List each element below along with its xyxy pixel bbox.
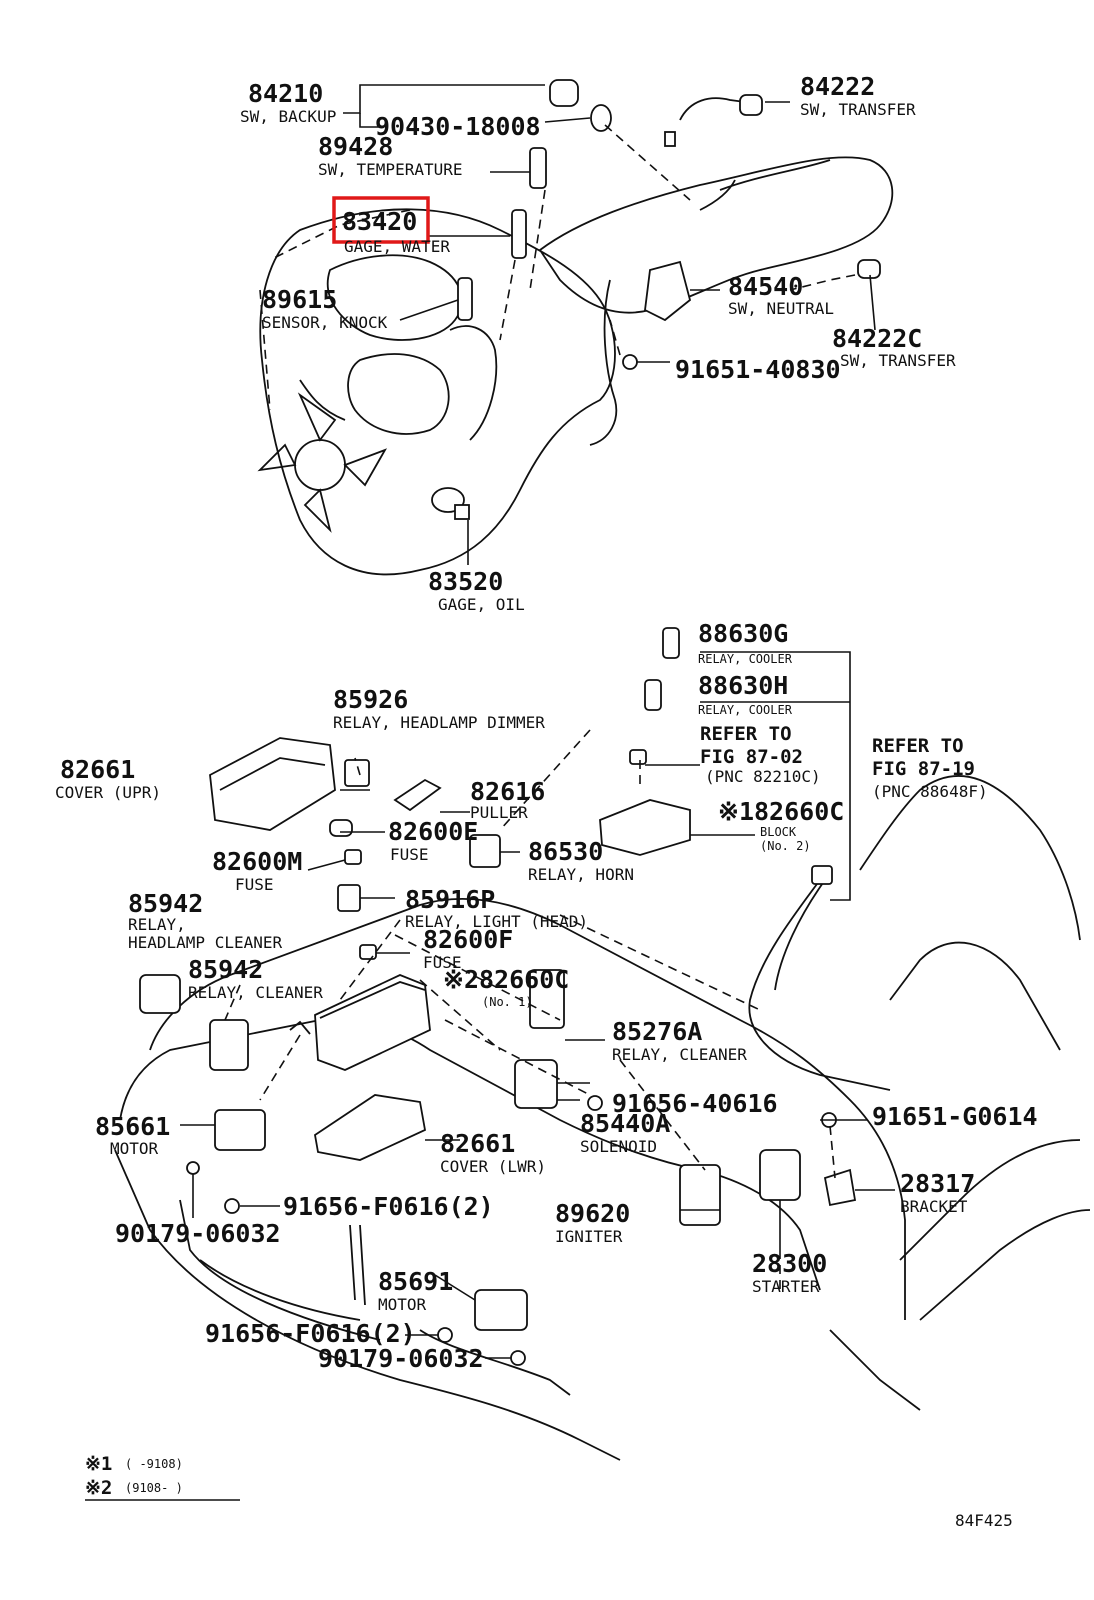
part-number-28317[interactable]: 28317: [900, 1169, 975, 1198]
part-number-82600e[interactable]: 82600E: [388, 817, 478, 846]
part-number-82616[interactable]: 82616: [470, 777, 545, 806]
part-name-84222: SW, TRANSFER: [800, 100, 916, 119]
part-name-89428: SW, TEMPERATURE: [318, 160, 463, 179]
footnote-1-range: ( -9108): [125, 1457, 183, 1471]
part-number-88630h[interactable]: 88630H: [698, 671, 788, 700]
part-name-82616: PULLER: [470, 803, 528, 822]
part-number-85916p[interactable]: 85916P: [405, 885, 495, 914]
part-name-85440a: SOLENOID: [580, 1137, 657, 1156]
part-name-85926: RELAY, HEADLAMP DIMMER: [333, 713, 545, 732]
part-name-82661-upr: COVER (UPR): [55, 783, 161, 802]
part-number-91651-g0614[interactable]: 91651-G0614: [872, 1102, 1038, 1131]
part-number-85276a[interactable]: 85276A: [612, 1017, 702, 1046]
part-name-85276a: RELAY, CLEANER: [612, 1045, 747, 1064]
part-number-90179-06032-upper[interactable]: 90179-06032: [115, 1219, 281, 1248]
reference-1-line1[interactable]: REFER TO: [700, 723, 792, 745]
part-name-83420: GAGE, WATER: [344, 237, 450, 256]
part-name-82661-lwr: COVER (LWR): [440, 1157, 546, 1176]
part-number-85942-b[interactable]: 85942: [188, 955, 263, 984]
part-number-82600f[interactable]: 82600F: [423, 925, 513, 954]
part-name-85916p: RELAY, LIGHT (HEAD): [405, 912, 588, 931]
part-name-82600m: FUSE: [235, 875, 274, 894]
diagram-code: 84F425: [955, 1511, 1013, 1530]
vehicle-front-outline: [114, 775, 1091, 1461]
reference-1-line2[interactable]: FIG 87-02: [700, 746, 803, 768]
block-number-2: (No. 2): [760, 839, 811, 853]
part-name-82600f: FUSE: [423, 953, 462, 972]
highlight-box-83420: [332, 196, 430, 244]
part-number-82660c-block[interactable]: ※182660C: [718, 797, 844, 826]
part-number-86530[interactable]: 86530: [528, 837, 603, 866]
part-number-84222[interactable]: 84222: [800, 72, 875, 101]
part-number-83520[interactable]: 83520: [428, 567, 503, 596]
part-name-84210: SW, BACKUP: [240, 107, 336, 126]
part-number-82661-lwr[interactable]: 82661: [440, 1129, 515, 1158]
part-number-28300[interactable]: 28300: [752, 1249, 827, 1278]
reference-2-line1[interactable]: REFER TO: [872, 735, 964, 757]
part-name-84540: SW, NEUTRAL: [728, 299, 834, 318]
part-number-91651-40830[interactable]: 91651-40830: [675, 355, 841, 384]
part-number-89620[interactable]: 89620: [555, 1199, 630, 1228]
part-name-85942-a-line2: HEADLAMP CLEANER: [128, 933, 282, 952]
part-number-90179-06032-lower[interactable]: 90179-06032: [318, 1344, 484, 1373]
block-number-1: (No. 1): [482, 995, 533, 1009]
upper-part-sketches: [457, 79, 881, 370]
part-number-91656-f0616-lower[interactable]: 91656-F0616(2): [205, 1319, 416, 1348]
part-name-85691: MOTOR: [378, 1295, 427, 1314]
part-name-83520: GAGE, OIL: [438, 595, 525, 614]
part-name-86530: RELAY, HORN: [528, 865, 634, 884]
part-number-88630g[interactable]: 88630G: [698, 619, 788, 648]
footnote-2-range: (9108- ): [125, 1481, 183, 1495]
part-name-82600e: FUSE: [390, 845, 429, 864]
part-number-89428[interactable]: 89428: [318, 132, 393, 161]
part-number-83420[interactable]: 83420: [342, 207, 417, 236]
part-name-85942-b: RELAY, CLEANER: [188, 983, 323, 1002]
footnote-2-mark: ※2: [85, 1477, 112, 1499]
part-number-82660c-no1[interactable]: ※282660C: [443, 965, 569, 994]
part-name-88630g: RELAY, COOLER: [698, 652, 793, 666]
part-name-28300: STARTER: [752, 1277, 820, 1296]
part-number-85942-a[interactable]: 85942: [128, 889, 203, 918]
part-number-82600m[interactable]: 82600M: [212, 847, 302, 876]
part-number-91656-f0616-upper[interactable]: 91656-F0616(2): [283, 1192, 494, 1221]
part-number-85926[interactable]: 85926: [333, 685, 408, 714]
part-number-85440a[interactable]: 85440A: [580, 1109, 670, 1138]
part-name-89620: IGNITER: [555, 1227, 623, 1246]
part-labels: 84210 SW, BACKUP 90430-18008 84222 SW, T…: [55, 72, 1038, 1530]
part-number-82661-upr[interactable]: 82661: [60, 755, 135, 784]
upper-leader-lines: [259, 84, 876, 565]
part-name-28317: BRACKET: [900, 1197, 968, 1216]
lower-leader-lines: [180, 651, 895, 1359]
part-name-85661: MOTOR: [110, 1139, 159, 1158]
part-number-91656-40616[interactable]: 91656-40616: [612, 1089, 778, 1118]
part-name-82660c-block: BLOCK: [760, 825, 797, 839]
part-number-84222c[interactable]: 84222C: [832, 324, 922, 353]
part-number-85661[interactable]: 85661: [95, 1112, 170, 1141]
footnote-1-mark: ※1: [85, 1453, 112, 1475]
part-name-84222c: SW, TRANSFER: [840, 351, 956, 370]
reference-2-line2[interactable]: FIG 87-19: [872, 758, 975, 780]
part-number-84540[interactable]: 84540: [728, 272, 803, 301]
part-number-84210[interactable]: 84210: [248, 79, 323, 108]
part-number-89615[interactable]: 89615: [262, 285, 337, 314]
part-name-89615: SENSOR, KNOCK: [262, 313, 388, 332]
part-number-90430-18008[interactable]: 90430-18008: [375, 112, 541, 141]
reference-2-pnc: (PNC 88648F): [872, 782, 988, 801]
reference-1-pnc: (PNC 82210C): [705, 767, 821, 786]
part-number-85691[interactable]: 85691: [378, 1267, 453, 1296]
part-name-85942-a: RELAY,: [128, 915, 186, 934]
part-name-88630h: RELAY, COOLER: [698, 703, 793, 717]
